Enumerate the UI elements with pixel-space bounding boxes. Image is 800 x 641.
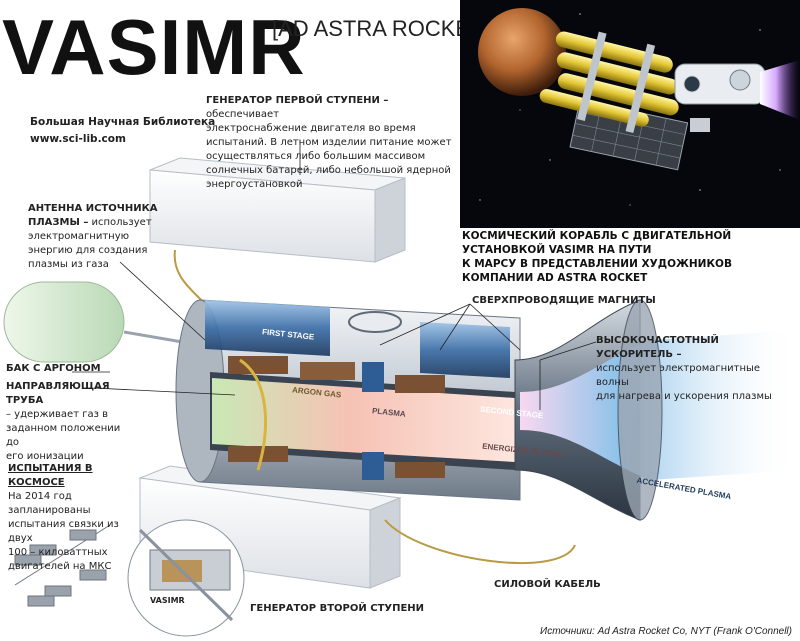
exhaust-plume xyxy=(760,60,800,120)
source-block: Большая Научная Библиотека www.sci-lib.c… xyxy=(30,114,215,148)
source-line-2: www.sci-lib.com xyxy=(30,133,126,145)
argon-tank xyxy=(3,281,201,363)
solar-panel xyxy=(569,99,689,171)
first-stage-generator xyxy=(149,157,406,263)
ship-core xyxy=(674,63,766,132)
credit-line: Источники: Ad Astra Rocket Co, NYT (Fran… xyxy=(540,626,792,637)
page-subtitle: [AD ASTRA ROCKET] xyxy=(272,16,490,41)
power-cable-2 xyxy=(384,519,576,565)
page-title: VASIMR xyxy=(2,3,306,91)
spaceship-illustration xyxy=(460,0,800,228)
gen1-description: ГЕНЕРАТОР ПЕРВОЙ СТУПЕНИ – обеспечивает … xyxy=(206,95,452,190)
ship-tanks xyxy=(539,31,679,134)
iss-station xyxy=(14,524,111,607)
guide-tube-description: НАПРАВЛЯЮЩАЯ ТРУБА – удерживает газ в за… xyxy=(6,381,121,462)
photo-caption: КОСМИЧЕСКИЙ КОРАБЛЬ С ДВИГАТЕЛЬНОЙ УСТАН… xyxy=(462,230,732,284)
magnets-label: СВЕРХПРОВОДЯЩИЕ МАГНИТЫ xyxy=(472,295,656,306)
engine-body xyxy=(175,299,521,501)
rf-accelerator-description: ВЫСОКОЧАСТОТНЫЙ УСКОРИТЕЛЬ – использует … xyxy=(596,335,772,402)
antenna-description: АНТЕННА ИСТОЧНИКА ПЛАЗМЫ – использует эл… xyxy=(28,203,158,270)
vasimr-tag: VASIMR xyxy=(150,596,185,605)
leader-lines xyxy=(72,140,597,410)
space-test-description: ИСПЫТАНИЯ В КОСМОСЕ На 2014 год запланир… xyxy=(8,463,119,572)
gen2-label: ГЕНЕРАТОР ВТОРОЙ СТУПЕНИ xyxy=(250,603,425,614)
mars-planet xyxy=(478,8,566,96)
iss-inset xyxy=(127,519,245,637)
argon-tank-label: БАК С АРГОНОМ xyxy=(6,363,101,374)
source-line-1: Большая Научная Библиотека xyxy=(30,116,216,128)
magnetic-nozzle xyxy=(514,299,800,521)
power-cable-label: СИЛОВОЙ КАБЕЛЬ xyxy=(494,579,601,590)
